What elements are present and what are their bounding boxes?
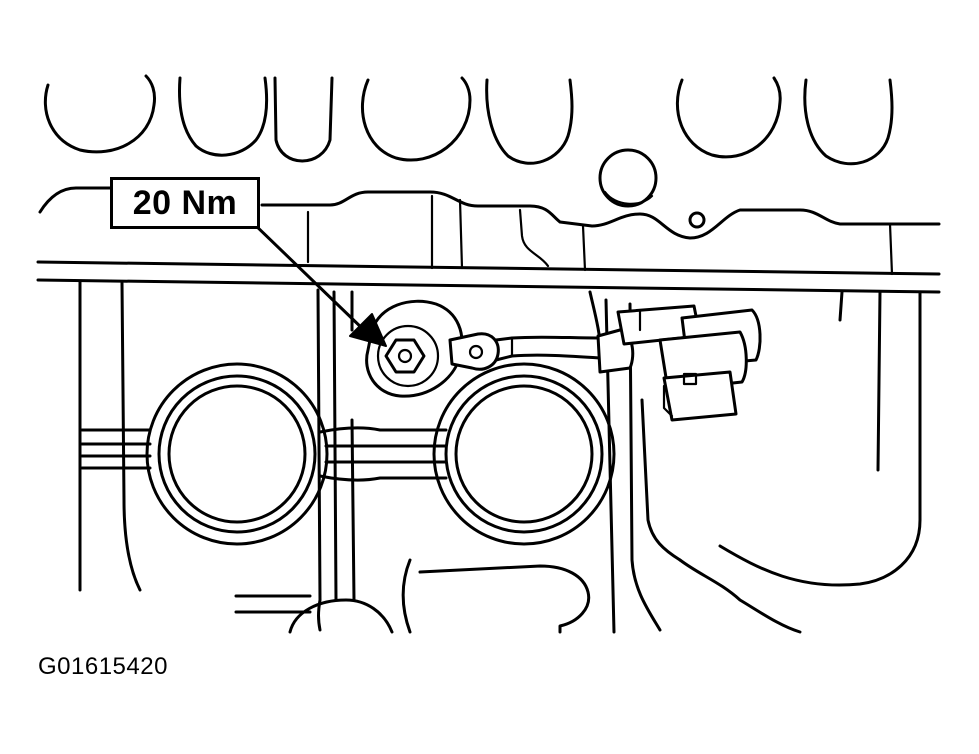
- figure-id-label: G01615420: [38, 653, 168, 680]
- gasket-ring-pair: [80, 362, 616, 546]
- sensor-wire: [494, 335, 602, 362]
- callout-arrow: [250, 220, 387, 347]
- electrical-connector: [596, 304, 762, 422]
- lower-block-structure: [78, 280, 922, 634]
- sensor-bolt-icon: [384, 338, 426, 374]
- torque-spec-label: 20 Nm: [110, 177, 260, 229]
- knock-sensor: [365, 299, 500, 398]
- upper-engine-casting: [36, 74, 941, 294]
